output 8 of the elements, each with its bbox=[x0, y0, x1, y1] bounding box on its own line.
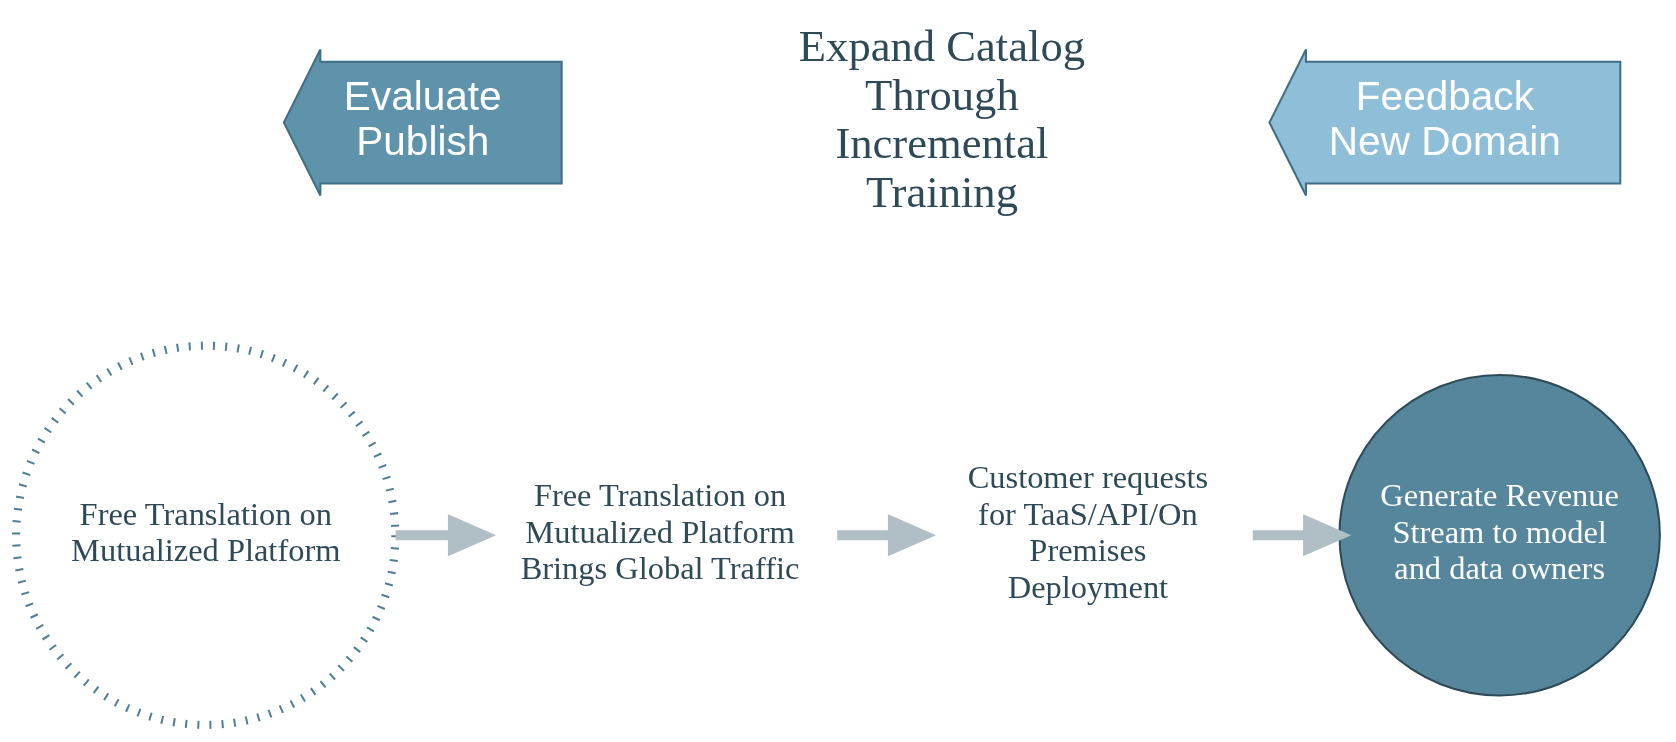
arrow bbox=[1252, 514, 1352, 557]
node-text: Free Translation on Mutualized Platform Brings Global Traffic bbox=[520, 477, 800, 587]
node-text: Customer requests for TaaS/API/On Premises Deployment bbox=[967, 459, 1209, 605]
arrow bbox=[837, 514, 937, 557]
arrow bbox=[395, 514, 497, 557]
node-circle: Free Translation on Mutualized Platform bbox=[12, 341, 400, 729]
node-text: Expand Catalog Through Incremental Training bbox=[798, 20, 1086, 217]
node-circle: Generate Revenue Stream to model and data owners bbox=[1338, 374, 1661, 697]
